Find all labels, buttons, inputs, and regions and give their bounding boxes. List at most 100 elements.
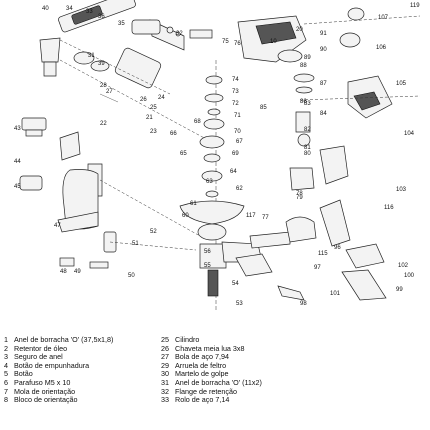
callout-26: 26 bbox=[140, 97, 147, 103]
legend-text: Bloco de orientação bbox=[14, 395, 78, 405]
callout-63: 63 bbox=[206, 179, 213, 185]
housing-assembly bbox=[19, 117, 201, 269]
callout-102: 102 bbox=[398, 263, 409, 269]
callout-52: 52 bbox=[150, 229, 157, 235]
legend-text: Botão de empunhadura bbox=[14, 360, 90, 370]
legend-text: Flange de retenção bbox=[175, 386, 237, 396]
callout-82: 82 bbox=[304, 127, 311, 133]
legend-item-2: 2 Retentor de óleo bbox=[4, 343, 68, 354]
legend-text: Rolo de aço 7,14 bbox=[175, 395, 230, 405]
cylinder-handle-assembly bbox=[39, 0, 213, 141]
legend-number: 32 bbox=[161, 386, 169, 396]
legend-item-5: 5 Botão bbox=[4, 370, 33, 379]
callout-27: 27 bbox=[106, 89, 113, 95]
callout-83: 83 bbox=[304, 101, 311, 107]
callout-71: 71 bbox=[234, 113, 241, 119]
legend-number: 1 bbox=[4, 336, 8, 344]
callout-103: 103 bbox=[396, 187, 407, 193]
armature-assembly bbox=[179, 60, 291, 310]
legend-number: 30 bbox=[161, 369, 169, 379]
callout-85: 85 bbox=[260, 105, 267, 111]
callout-20: 20 bbox=[296, 27, 303, 33]
callout-79: 79 bbox=[296, 195, 303, 201]
callout-74: 74 bbox=[232, 77, 239, 83]
callout-86: 86 bbox=[300, 99, 307, 105]
callout-72: 72 bbox=[232, 101, 239, 107]
callout-88: 88 bbox=[300, 63, 307, 69]
callout-21: 21 bbox=[146, 115, 153, 121]
callout-49: 49 bbox=[74, 269, 81, 275]
legend-item-3: 3 Seguro de anel bbox=[4, 352, 63, 362]
legend-text: Martelo de golpe bbox=[175, 369, 229, 379]
gear-housing-assembly bbox=[235, 7, 421, 301]
legend-number: 7 bbox=[4, 386, 8, 396]
callout-89: 89 bbox=[304, 55, 311, 61]
callout-104: 104 bbox=[404, 131, 415, 137]
callout-77: 77 bbox=[262, 215, 269, 221]
legend-text: Cilindro bbox=[175, 336, 200, 344]
callout-116: 116 bbox=[384, 205, 394, 211]
callout-73: 73 bbox=[232, 89, 239, 95]
callout-36: 36 bbox=[98, 14, 105, 20]
callout-47: 47 bbox=[54, 223, 61, 229]
legend-text: Botão bbox=[14, 369, 33, 379]
callout-65: 65 bbox=[180, 151, 187, 157]
callout-96: 96 bbox=[334, 245, 341, 251]
callout-53: 53 bbox=[236, 301, 243, 307]
legend-text: Mola de orientação bbox=[14, 386, 76, 396]
legend-item-7: 7 Mola de orientação bbox=[4, 386, 76, 397]
legend-text: Anel de borracha 'O' (37,5x1,8) bbox=[14, 336, 114, 344]
callout-34: 34 bbox=[66, 6, 73, 12]
callout-44: 44 bbox=[14, 159, 21, 165]
callout-117: 117 bbox=[246, 213, 256, 219]
callout-69: 69 bbox=[232, 151, 239, 157]
legend-number: 2 bbox=[4, 343, 8, 353]
callout-105: 105 bbox=[396, 81, 407, 87]
callout-24: 24 bbox=[158, 95, 165, 101]
legend-item-30: 30 Martelo de golpe bbox=[161, 370, 229, 379]
parts-legend: 1 Anel de borracha 'O' (37,5x1,8) 2 Retento… bbox=[4, 336, 428, 430]
callout-31: 31 bbox=[88, 53, 95, 59]
legend-number: 31 bbox=[161, 378, 169, 387]
callout-61: 61 bbox=[190, 201, 197, 207]
legend-text: Bola de aço 7,94 bbox=[175, 352, 229, 362]
callout-43: 43 bbox=[14, 126, 21, 132]
legend-number: 29 bbox=[161, 360, 169, 370]
legend-number: 4 bbox=[4, 360, 8, 370]
legend-text: Anel de borracha 'O' (11x2) bbox=[175, 378, 262, 387]
callout-56: 56 bbox=[204, 249, 211, 255]
legend-text: Arruela de feltro bbox=[175, 360, 227, 370]
callout-106: 106 bbox=[376, 45, 387, 51]
callout-67: 67 bbox=[236, 139, 243, 145]
legend-item-1: 1 Anel de borracha 'O' (37,5x1,8) bbox=[4, 336, 113, 345]
callout-98: 98 bbox=[300, 301, 307, 307]
legend-text: Retentor de óleo bbox=[14, 343, 68, 353]
callout-60: 60 bbox=[182, 213, 189, 219]
callout-62: 62 bbox=[236, 186, 243, 192]
legend-number: 6 bbox=[4, 378, 8, 387]
callout-84: 84 bbox=[320, 111, 327, 117]
legend-item-29: 29 Arruela de feltro bbox=[161, 360, 227, 371]
callout-76: 76 bbox=[234, 41, 241, 47]
callout-75: 75 bbox=[222, 39, 229, 45]
callout-64: 64 bbox=[230, 169, 237, 175]
callout-40: 40 bbox=[42, 6, 49, 12]
legend-number: 5 bbox=[4, 369, 8, 379]
callout-54: 54 bbox=[232, 281, 239, 287]
legend-text: Seguro de anel bbox=[14, 352, 63, 362]
callout-66: 66 bbox=[170, 131, 177, 137]
callout-97: 97 bbox=[314, 265, 321, 271]
callout-90: 90 bbox=[320, 47, 327, 53]
callout-100: 100 bbox=[404, 273, 415, 279]
legend-number: 26 bbox=[161, 343, 169, 353]
callout-55: 55 bbox=[204, 263, 211, 269]
callout-78: 78 bbox=[296, 191, 303, 197]
legend-text: Chaveta meia lua 3x8 bbox=[175, 343, 245, 353]
legend-number: 3 bbox=[4, 352, 8, 362]
callout-22: 22 bbox=[100, 121, 107, 127]
callout-23: 23 bbox=[150, 129, 157, 135]
